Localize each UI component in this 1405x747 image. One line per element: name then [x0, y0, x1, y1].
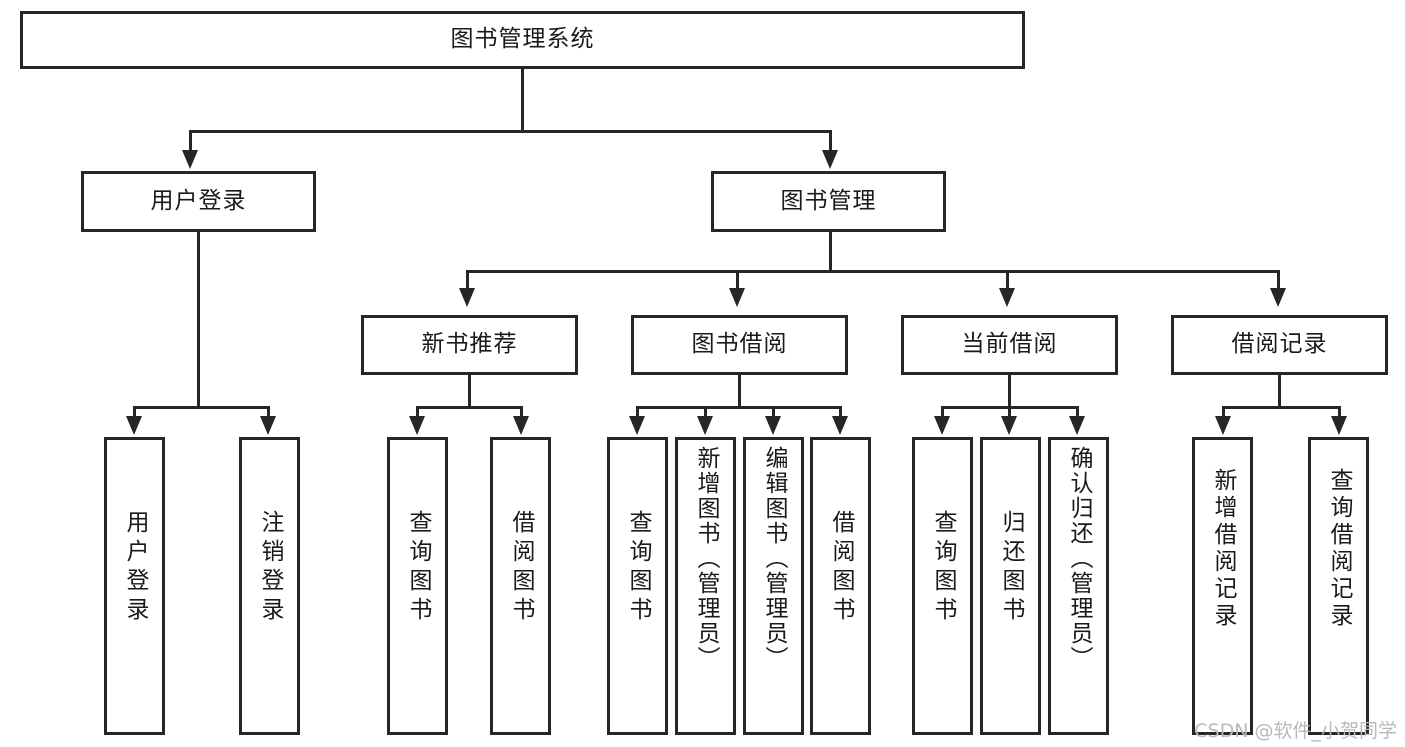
arrowhead-book-management	[822, 150, 838, 169]
node-new-book-recommend[interactable]: 新书推荐	[361, 315, 578, 375]
node-book-borrow[interactable]: 图书借阅	[631, 315, 848, 375]
connector-book-borrow-drop-4	[839, 406, 842, 418]
leaf-label: 查询图书	[930, 510, 956, 626]
leaf-label: 新增借阅记录	[1210, 468, 1236, 630]
connector-drop-book-borrow	[736, 270, 739, 290]
connector-book-management-stem	[829, 232, 832, 272]
node-label: 借阅记录	[1231, 331, 1328, 358]
leaf-label: 借阅图书	[508, 510, 534, 626]
arrowhead-leaf-query-book-2	[629, 416, 645, 435]
connector-new-book-bus	[416, 406, 523, 409]
leaf-label: 查询借阅记录	[1326, 468, 1352, 630]
connector-borrow-record-drop-1	[1222, 406, 1225, 418]
arrowhead-leaf-confirm-return	[1069, 416, 1085, 435]
leaf-label: 查询图书	[625, 510, 651, 626]
leaf-label: 查询图书	[405, 510, 431, 626]
connector-book-borrow-bus	[636, 406, 841, 409]
leaf-user-login[interactable]: 用户登录	[104, 437, 165, 735]
node-borrow-record[interactable]: 借阅记录	[1171, 315, 1388, 375]
connector-new-book-drop-2	[520, 406, 523, 418]
connector-current-borrow-drop-1	[941, 406, 944, 418]
connector-drop-book-management	[829, 130, 832, 152]
leaf-logout[interactable]: 注销登录	[239, 437, 300, 735]
leaf-add-book[interactable]: 新增图书（管理员）	[675, 437, 736, 735]
leaf-query-book-recommend[interactable]: 查询图书	[387, 437, 448, 735]
arrowhead-current-borrow	[999, 288, 1015, 307]
leaf-label: 新增图书（管理员）	[693, 446, 719, 671]
connector-drop-current-borrow	[1006, 270, 1009, 290]
connector-drop-borrow-record	[1277, 270, 1280, 290]
leaf-label: 确认归还（管理员）	[1066, 446, 1092, 671]
connector-borrow-record-drop-2	[1338, 406, 1341, 418]
node-label: 用户登录	[150, 187, 247, 214]
connector-current-borrow-stem	[1008, 375, 1011, 408]
leaf-label: 编辑图书（管理员）	[761, 446, 787, 671]
connector-borrow-record-bus	[1222, 406, 1341, 409]
connector-user-login-bus	[133, 406, 269, 409]
connector-book-borrow-drop-3	[772, 406, 775, 418]
connector-root-stem	[521, 69, 524, 131]
leaf-query-borrow-record[interactable]: 查询借阅记录	[1308, 437, 1369, 735]
arrowhead-leaf-return-book	[1001, 416, 1017, 435]
arrowhead-leaf-query-book-3	[934, 416, 950, 435]
leaf-add-borrow-record[interactable]: 新增借阅记录	[1192, 437, 1253, 735]
arrowhead-leaf-query-record	[1331, 416, 1347, 435]
node-label: 图书管理系统	[450, 26, 595, 53]
connector-current-borrow-drop-2	[1008, 406, 1011, 418]
arrowhead-leaf-logout	[260, 416, 276, 435]
leaf-edit-book[interactable]: 编辑图书（管理员）	[743, 437, 804, 735]
connector-user-login-drop-2	[267, 406, 270, 418]
arrowhead-leaf-add-book	[697, 416, 713, 435]
connector-user-login-stem	[197, 232, 200, 408]
connector-book-borrow-stem	[738, 375, 741, 408]
arrowhead-leaf-query-book-1	[409, 416, 425, 435]
arrowhead-borrow-record	[1270, 288, 1286, 307]
connector-drop-new-book	[466, 270, 469, 290]
connector-book-borrow-drop-1	[636, 406, 639, 418]
leaf-borrow-book-recommend[interactable]: 借阅图书	[490, 437, 551, 735]
connector-current-borrow-drop-3	[1076, 406, 1079, 418]
node-root-book-management-system[interactable]: 图书管理系统	[20, 11, 1025, 69]
leaf-query-book-borrow[interactable]: 查询图书	[607, 437, 668, 735]
node-label: 图书管理	[780, 187, 877, 214]
connector-drop-user-login	[189, 130, 192, 152]
node-label: 新书推荐	[421, 331, 518, 358]
leaf-label: 用户登录	[122, 510, 148, 626]
node-user-login[interactable]: 用户登录	[81, 171, 316, 232]
connector-book-borrow-drop-2	[704, 406, 707, 418]
arrowhead-leaf-edit-book	[765, 416, 781, 435]
arrowhead-user-login	[182, 150, 198, 169]
connector-level3-bus	[466, 270, 1280, 273]
leaf-borrow-book[interactable]: 借阅图书	[810, 437, 871, 735]
node-book-management[interactable]: 图书管理	[711, 171, 946, 232]
connector-level2-bus	[189, 130, 832, 133]
leaf-label: 借阅图书	[828, 510, 854, 626]
connector-borrow-record-stem	[1278, 375, 1281, 408]
arrowhead-leaf-borrow-book-2	[832, 416, 848, 435]
leaf-label: 归还图书	[998, 510, 1024, 626]
leaf-confirm-return[interactable]: 确认归还（管理员）	[1048, 437, 1109, 735]
arrowhead-leaf-borrow-book-1	[513, 416, 529, 435]
leaf-label: 注销登录	[257, 510, 283, 626]
node-label: 图书借阅	[691, 331, 788, 358]
node-current-borrow[interactable]: 当前借阅	[901, 315, 1118, 375]
connector-new-book-drop-1	[416, 406, 419, 418]
arrowhead-book-borrow	[729, 288, 745, 307]
connector-user-login-drop-1	[133, 406, 136, 418]
connector-new-book-stem	[468, 375, 471, 408]
arrowhead-leaf-user-login	[126, 416, 142, 435]
arrowhead-leaf-add-record	[1215, 416, 1231, 435]
leaf-return-book[interactable]: 归还图书	[980, 437, 1041, 735]
leaf-query-book-current[interactable]: 查询图书	[912, 437, 973, 735]
node-label: 当前借阅	[961, 331, 1058, 358]
arrowhead-new-book-recommend	[459, 288, 475, 307]
